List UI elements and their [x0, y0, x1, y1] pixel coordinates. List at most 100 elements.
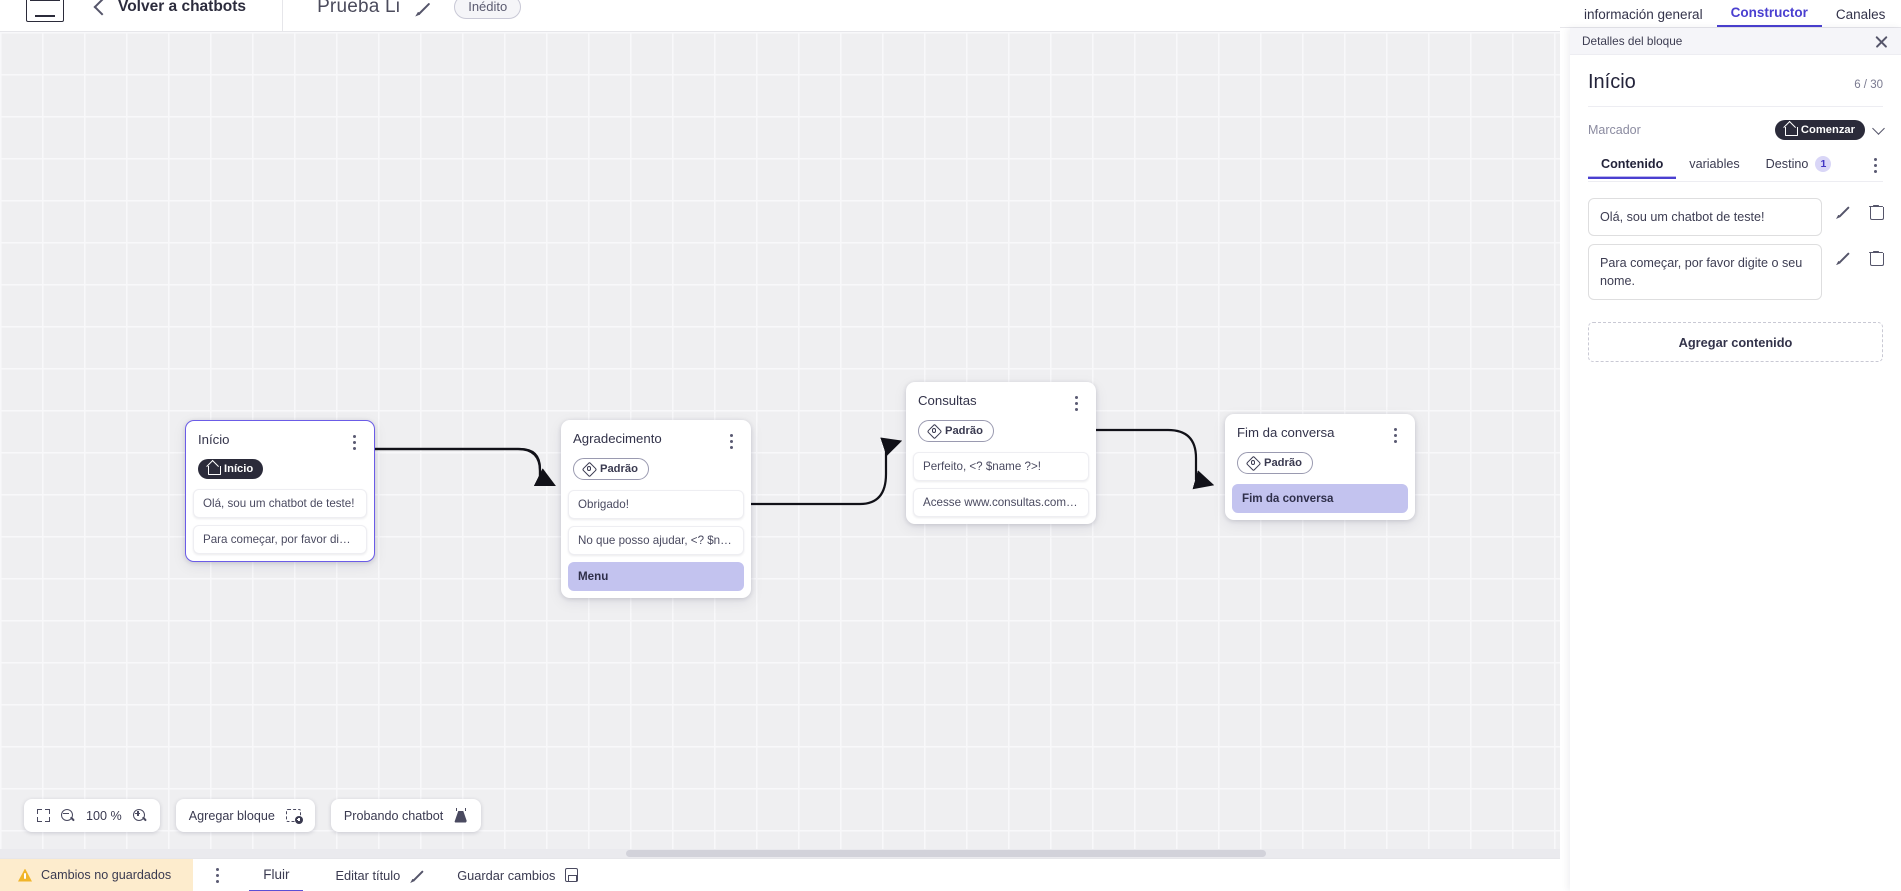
panel-tab-bar: Contenido variables Destino 1	[1588, 156, 1883, 182]
marker-controls: Comenzar	[1774, 120, 1885, 140]
fit-screen-icon[interactable]	[37, 809, 50, 822]
node-message[interactable]: Perfeito, <? $name ?>!	[913, 451, 1089, 481]
app-logo	[26, 0, 64, 22]
flow-canvas[interactable]: Início Início Olá, sou um chatbot de tes…	[0, 32, 1560, 858]
node-message[interactable]: Obrigado!	[568, 489, 744, 519]
flow-node-agradecimento[interactable]: Agradecimento Padrão Obrigado! No que po…	[561, 420, 751, 598]
node-message[interactable]: No que posso ajudar, <? $name ...	[568, 525, 744, 555]
panel-heading-row: Início 6 / 30	[1588, 55, 1883, 107]
node-menu-icon[interactable]	[1389, 426, 1403, 444]
marker-label: Marcador	[1588, 122, 1641, 137]
status-badge: Inédito	[454, 0, 522, 19]
tab-fluir[interactable]: Fluir	[249, 859, 304, 891]
node-title: Consultas	[918, 393, 977, 408]
node-badge: Início	[198, 459, 264, 479]
add-block-label: Agregar bloque	[188, 808, 275, 823]
unsaved-changes-indicator: Cambios no guardados	[0, 858, 194, 891]
node-header: Fim da conversa Padrão	[1225, 414, 1415, 474]
save-disk-icon	[565, 868, 579, 882]
node-message[interactable]: Olá, sou um chatbot de teste!	[193, 489, 367, 518]
panel-bar-title: Detalles del bloque	[1582, 34, 1683, 48]
add-block-button[interactable]: Agregar bloque	[175, 799, 315, 832]
canvas-horizontal-scrollbar[interactable]	[0, 849, 1560, 858]
tag-icon	[584, 463, 595, 474]
save-changes-button[interactable]: Guardar cambios	[457, 867, 579, 883]
zoom-out-icon[interactable]	[61, 808, 75, 823]
canvas-toolbar: 100 % Agregar bloque Probando chatbot	[24, 799, 482, 832]
marker-row: Marcador Comenzar	[1588, 107, 1885, 140]
node-header: Consultas Padrão	[906, 382, 1096, 442]
chevron-down-icon[interactable]	[1872, 121, 1885, 135]
content-text[interactable]: Para começar, por favor digite o seu nom…	[1588, 243, 1822, 301]
node-message[interactable]: Acesse www.consultas.com par...	[913, 487, 1089, 517]
content-actions	[1822, 244, 1884, 266]
tag-icon	[929, 425, 940, 436]
save-changes-label: Guardar cambios	[457, 867, 556, 883]
edit-title-label: Editar título	[335, 867, 401, 883]
home-icon	[1784, 124, 1798, 136]
node-messages: Perfeito, <? $name ?>! Acesse www.consul…	[906, 451, 1096, 517]
add-content-button[interactable]: Agregar contenido	[1588, 322, 1883, 363]
unsaved-changes-label: Cambios no guardados	[41, 868, 172, 882]
panel-more-icon[interactable]	[1869, 156, 1883, 174]
node-menu-icon[interactable]	[348, 433, 362, 451]
tab-contenido[interactable]: Contenido	[1588, 157, 1676, 179]
tag-icon	[1248, 457, 1259, 468]
tab-contenido-label: Contenido	[1601, 157, 1664, 171]
node-message-menu[interactable]: Fim da conversa	[1232, 483, 1408, 513]
zoom-in-icon[interactable]	[132, 808, 147, 823]
node-badge-label: Padrão	[1264, 456, 1302, 469]
node-messages: Fim da conversa	[1225, 483, 1415, 513]
pencil-icon[interactable]	[1836, 250, 1851, 265]
content-text[interactable]: Olá, sou um chatbot de teste!	[1588, 197, 1822, 236]
tab-constructor[interactable]: Constructor	[1716, 5, 1822, 27]
content-actions	[1822, 198, 1884, 220]
node-menu-icon[interactable]	[725, 432, 739, 450]
test-chatbot-button[interactable]: Probando chatbot	[330, 799, 482, 832]
tab-destino[interactable]: Destino 1	[1753, 156, 1845, 180]
scrollbar-thumb[interactable]	[626, 850, 1266, 857]
flow-node-fim-da-conversa[interactable]: Fim da conversa Padrão Fim da conversa	[1225, 414, 1415, 520]
back-to-chatbots-button[interactable]: Volver a chatbots	[93, 0, 246, 16]
edit-title-pencil-icon[interactable]	[414, 0, 432, 16]
tab-destino-badge: 1	[1815, 156, 1832, 172]
node-menu-icon[interactable]	[1070, 394, 1084, 412]
tab-canales[interactable]: Canales	[1835, 7, 1886, 22]
tab-variables-label: variables	[1689, 157, 1740, 171]
test-chatbot-label: Probando chatbot	[343, 808, 444, 823]
marker-badge-label: Comenzar	[1800, 123, 1855, 136]
warning-triangle-icon	[18, 869, 32, 882]
node-badge: Padrão	[573, 458, 649, 480]
chevron-left-icon	[93, 0, 111, 15]
panel-body: Início 6 / 30 Marcador Comenzar Contenid…	[1570, 55, 1901, 363]
top-tab-bar: información general Constructor Canales	[1560, 0, 1901, 28]
node-message[interactable]: Para começar, por favor digite o ...	[193, 525, 367, 554]
node-title: Início	[198, 432, 230, 447]
content-item: Olá, sou um chatbot de teste!	[1588, 197, 1884, 236]
panel-counter: 6 / 30	[1854, 79, 1883, 91]
trash-icon[interactable]	[1869, 250, 1884, 266]
tab-variables[interactable]: variables	[1676, 157, 1752, 179]
node-badge: Padrão	[1237, 452, 1313, 474]
tab-fluir-label: Fluir	[263, 866, 290, 882]
statusbar-menu-icon[interactable]	[211, 866, 225, 884]
close-icon[interactable]	[1874, 34, 1889, 49]
header-divider	[282, 0, 284, 32]
content-item: Para começar, por favor digite o seu nom…	[1588, 243, 1884, 301]
node-badge: Padrão	[918, 420, 994, 442]
tab-informacion-general[interactable]: información general	[1584, 7, 1703, 22]
node-title: Agradecimento	[573, 431, 662, 446]
trash-icon[interactable]	[1869, 204, 1884, 220]
app-header: Volver a chatbots Prueba Li Inédito	[0, 0, 1560, 32]
flask-icon	[454, 808, 468, 823]
flow-node-consultas[interactable]: Consultas Padrão Perfeito, <? $name ?>! …	[906, 382, 1096, 524]
zoom-controls[interactable]: 100 %	[24, 799, 160, 832]
node-message-menu[interactable]: Menu	[568, 561, 744, 591]
page-title: Prueba Li	[317, 0, 401, 17]
content-list: Olá, sou um chatbot de teste! Para começ…	[1588, 197, 1884, 301]
marker-badge[interactable]: Comenzar	[1774, 120, 1865, 140]
panel-block-title: Início	[1588, 71, 1636, 93]
flow-node-inicio[interactable]: Início Início Olá, sou um chatbot de tes…	[185, 420, 375, 562]
edit-title-button[interactable]: Editar título	[335, 868, 425, 883]
pencil-icon[interactable]	[1836, 204, 1851, 219]
